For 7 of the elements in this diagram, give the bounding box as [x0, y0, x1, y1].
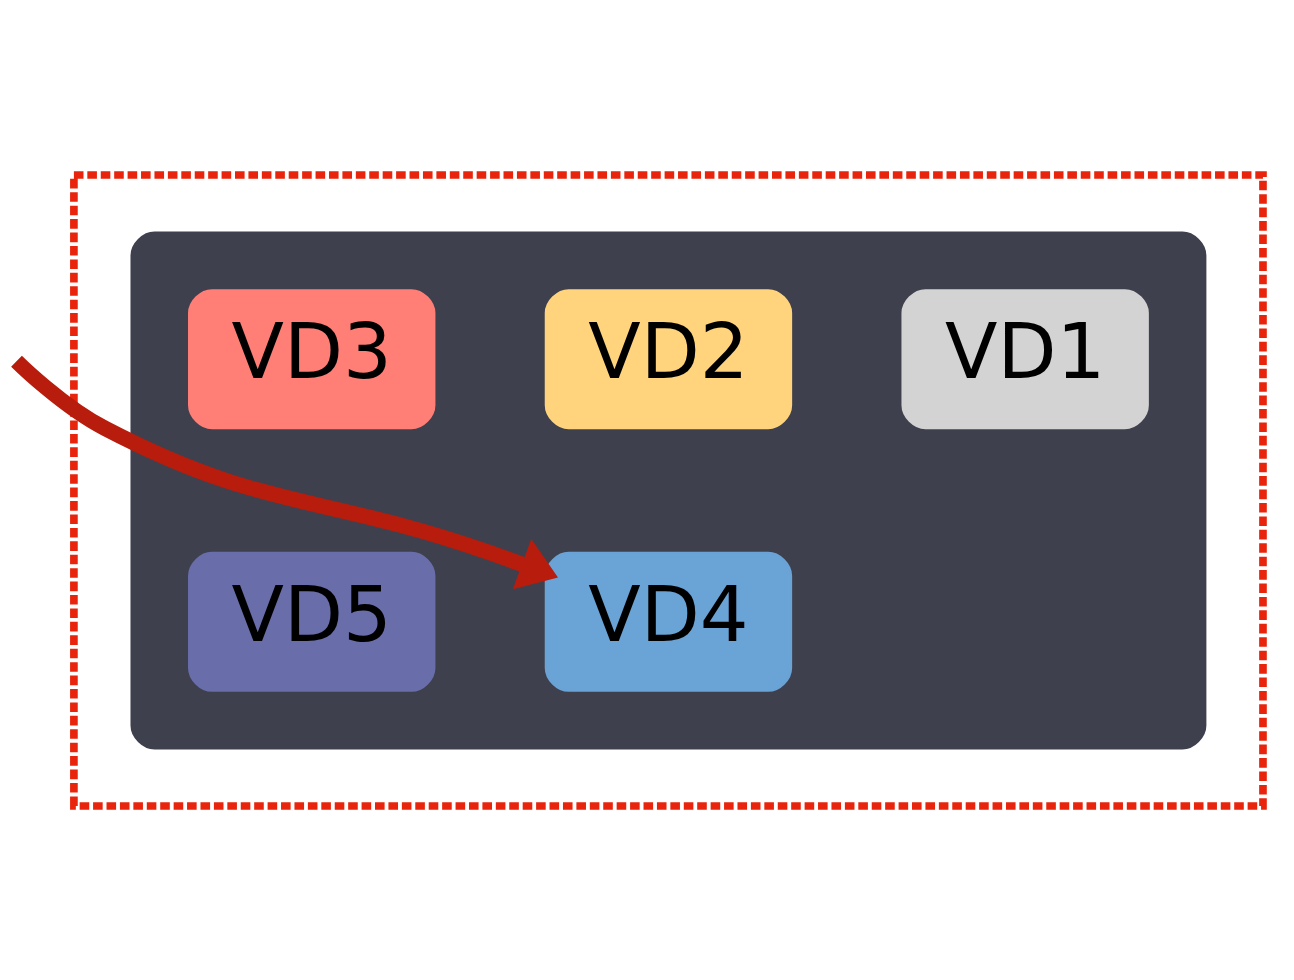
node-box: VD3	[188, 288, 436, 429]
node-box: VD2	[544, 288, 793, 429]
cluster	[130, 231, 1207, 749]
cluster	[70, 170, 1267, 810]
node-box: VD1	[901, 288, 1149, 429]
node-box: VD5	[188, 551, 436, 692]
node-box: VD4	[544, 551, 793, 692]
